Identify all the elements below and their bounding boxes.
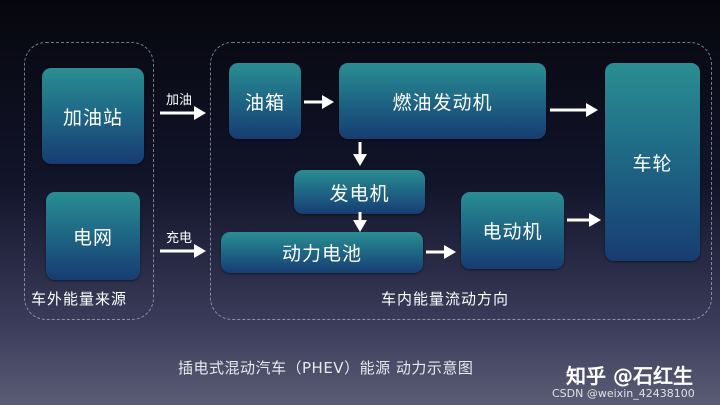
edge-label-charge: 充电 bbox=[166, 231, 193, 246]
arrow-generator-to-battery bbox=[353, 212, 367, 232]
node-fuel-tank: 油箱 bbox=[229, 63, 301, 139]
node-battery: 动力电池 bbox=[221, 232, 423, 273]
zhihu-watermark: 知乎 @石红生 bbox=[566, 364, 693, 388]
node-wheels: 车轮 bbox=[605, 63, 700, 261]
arrow-engine-to-wheels bbox=[550, 103, 598, 117]
node-gas-station: 加油站 bbox=[42, 68, 144, 164]
arrow-engine-to-generator bbox=[353, 142, 367, 166]
arrow-motor-to-wheels bbox=[567, 213, 601, 227]
arrow-battery-to-motor bbox=[426, 245, 456, 259]
arrow-gas-to-tank bbox=[160, 106, 206, 120]
arrow-grid-to-battery bbox=[160, 244, 206, 258]
node-grid: 电网 bbox=[46, 192, 140, 280]
internal-flow-label: 车内能量流动方向 bbox=[381, 290, 510, 308]
arrow-tank-to-engine bbox=[304, 95, 334, 109]
edge-label-refuel: 加油 bbox=[166, 93, 193, 108]
csdn-watermark: CSDN @weixin_42438100 bbox=[552, 387, 695, 400]
external-sources-group bbox=[24, 42, 154, 320]
internal-flow-group bbox=[210, 42, 712, 320]
node-motor: 电动机 bbox=[461, 192, 564, 269]
diagram-caption: 插电式混动汽车（PHEV）能源 动力示意图 bbox=[178, 359, 474, 377]
external-sources-label: 车外能量来源 bbox=[31, 290, 128, 308]
node-generator: 发电机 bbox=[294, 170, 425, 214]
node-engine: 燃油发动机 bbox=[339, 63, 546, 139]
